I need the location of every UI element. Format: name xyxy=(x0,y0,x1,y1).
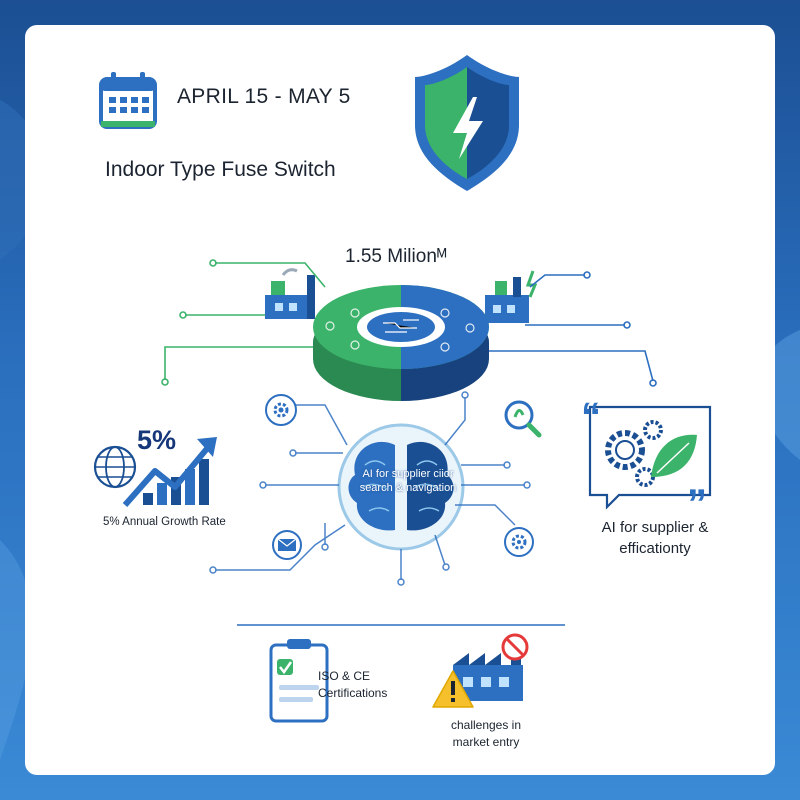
calendar-icon xyxy=(99,72,157,129)
trend-arrow-icon xyxy=(122,437,217,507)
gear-icon xyxy=(504,527,534,557)
infographic-graphics: “ ” xyxy=(93,55,712,723)
circuit-lines xyxy=(161,259,326,386)
search-icon xyxy=(504,400,542,438)
brain-icon xyxy=(337,423,465,551)
globe-icon xyxy=(93,445,137,489)
gear-icon xyxy=(265,394,297,426)
factory-icon xyxy=(485,270,538,323)
infographic-card: “ ” xyxy=(25,25,775,775)
svg-text:“: “ xyxy=(581,395,601,439)
growth-value: 5% xyxy=(137,425,177,455)
clipboard-check-icon xyxy=(269,639,329,723)
no-sign-icon xyxy=(501,633,529,661)
brain-caption: AI for supplier ciior search & navigatio… xyxy=(359,468,457,494)
factory-icon xyxy=(265,268,315,319)
certifications-label: ISO & CE Certifications xyxy=(318,669,388,700)
growth-label: 5% Annual Growth Rate xyxy=(103,516,226,528)
gear-icon xyxy=(605,420,663,487)
ai-supplier-caption: AI for supplier & efficationty xyxy=(601,519,709,557)
segmented-ring xyxy=(313,285,489,401)
svg-text:”: ” xyxy=(687,482,707,526)
metric-value: 1.55 Milionᴹ xyxy=(345,246,447,267)
challenges-label: challenges in market entry xyxy=(450,718,522,749)
leaf-icon xyxy=(651,434,697,477)
date-range: APRIL 15 - MAY 5 xyxy=(177,85,351,108)
shield-lightning-icon xyxy=(415,55,519,191)
warning-icon xyxy=(432,670,474,708)
quote-icon: “ ” xyxy=(581,395,707,526)
speech-bubble-icon xyxy=(588,405,712,510)
product-title: Indoor Type Fuse Switch xyxy=(105,158,336,181)
mail-icon xyxy=(272,530,302,560)
